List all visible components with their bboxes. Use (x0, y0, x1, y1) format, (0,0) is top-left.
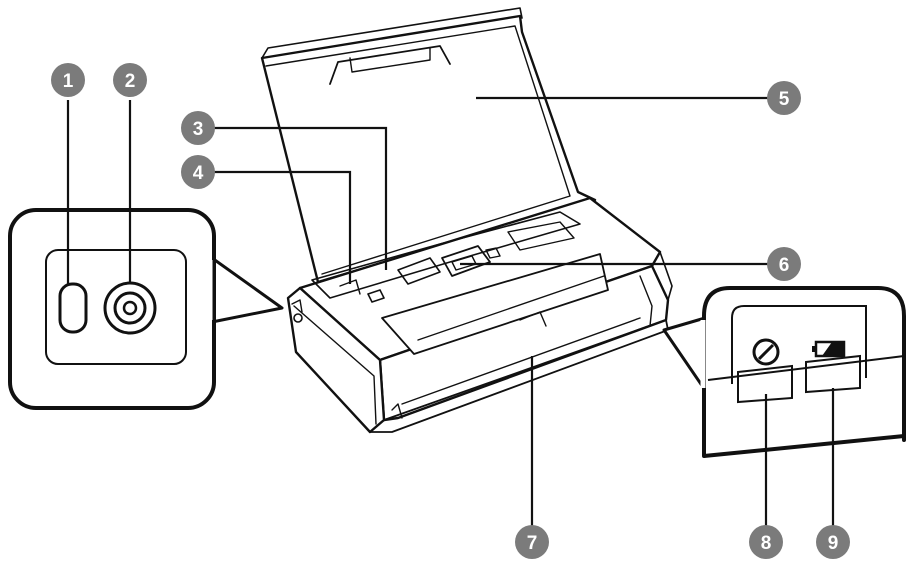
power-icon (752, 338, 780, 366)
callout-9-label: 9 (828, 533, 839, 554)
left-inset-frame (8, 208, 216, 410)
callout-6: 6 (767, 247, 801, 281)
right-inset (662, 286, 906, 458)
callout-1-label: 1 (63, 71, 74, 92)
leader-line-4 (214, 170, 352, 284)
leader-line-3 (214, 126, 388, 270)
callout-7: 7 (515, 525, 549, 559)
battery-icon (812, 340, 846, 358)
usb-port-icon (58, 282, 88, 334)
left-inset-pointer (211, 256, 284, 324)
left-inset (8, 208, 284, 410)
callout-1: 1 (51, 63, 85, 97)
printer-illustration (260, 7, 673, 434)
callout-8-label: 8 (761, 533, 772, 554)
callout-5: 5 (767, 81, 801, 115)
printer-housing (286, 196, 673, 434)
callout-4: 4 (181, 155, 215, 189)
callout-8: 8 (749, 525, 783, 559)
callout-9: 9 (816, 525, 850, 559)
callout-2: 2 (113, 63, 147, 97)
right-inset-frame (702, 286, 906, 458)
port-panel (45, 249, 187, 365)
callout-3-label: 3 (193, 119, 204, 140)
leader-lines (66, 96, 835, 526)
callout-4-label: 4 (193, 163, 204, 184)
callout-7-label: 7 (527, 533, 538, 554)
callout-5-label: 5 (779, 89, 790, 110)
right-inset-pointer (662, 316, 707, 391)
callout-3: 3 (181, 111, 215, 145)
callout-2-label: 2 (125, 71, 136, 92)
callout-6-label: 6 (779, 255, 790, 276)
callouts: 1 2 3 4 5 6 7 8 (51, 63, 850, 559)
